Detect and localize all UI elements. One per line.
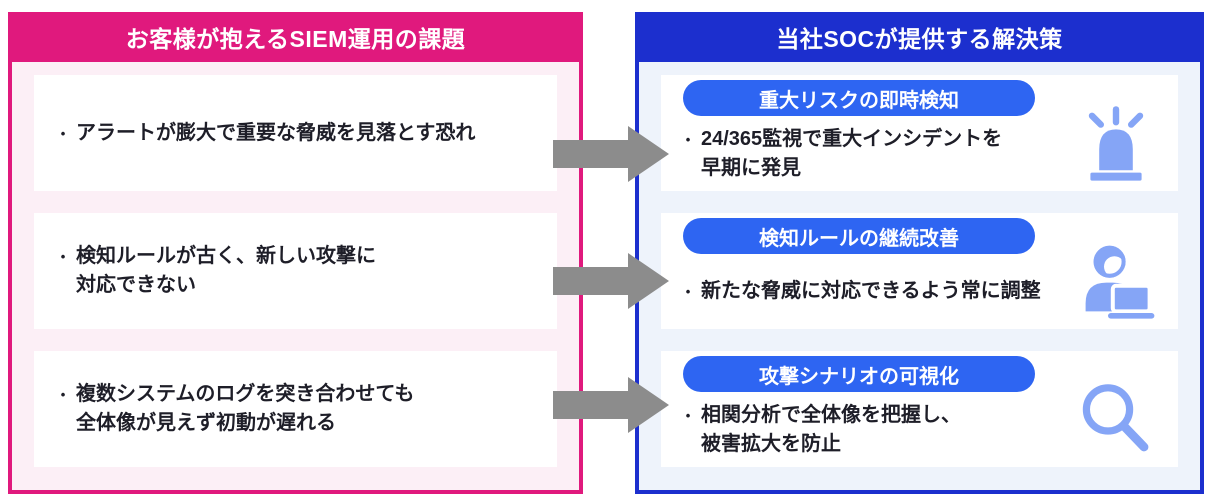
challenges-panel: お客様が抱えるSIEM運用の課題 • アラートが膨大で重要な脅威を見落とす恐れ … (8, 12, 583, 494)
bullet-icon: • (60, 125, 66, 141)
solution-card: 攻撃シナリオの可視化 • 相関分析で全体像を把握し、 被害拡大を防止 (661, 351, 1178, 467)
challenge-text: 検知ルールが古く、新しい攻撃に 対応できない (76, 245, 376, 296)
challenge-card: • 検知ルールが古く、新しい攻撃に 対応できない (34, 213, 557, 329)
solution-badge: 重大リスクの即時検知 (683, 80, 1035, 116)
solutions-panel-title: 当社SOCが提供する解決策 (635, 12, 1204, 62)
solution-badge: 検知ルールの継続改善 (683, 218, 1035, 254)
challenges-panel-title: お客様が抱えるSIEM運用の課題 (8, 12, 583, 62)
arrow-right-icon (553, 253, 669, 309)
solutions-panel-body: 重大リスクの即時検知 • 24/365監視で重大インシデントを 早期に発見 検知… (635, 62, 1204, 494)
solution-badge: 攻撃シナリオの可視化 (683, 356, 1035, 392)
challenges-panel-body: • アラートが膨大で重要な脅威を見落とす恐れ • 検知ルールが古く、新しい攻撃に… (8, 62, 583, 494)
challenge-card: • 複数システムのログを突き合わせても 全体像が見えず初動が遅れる (34, 351, 557, 467)
challenge-text: アラートが膨大で重要な脅威を見落とす恐れ (76, 121, 476, 144)
challenge-text: 複数システムのログを突き合わせても 全体像が見えず初動が遅れる (76, 383, 415, 434)
challenge-card: • アラートが膨大で重要な脅威を見落とす恐れ (34, 75, 557, 191)
arrow-right-icon (553, 126, 669, 182)
solutions-panel: 当社SOCが提供する解決策 重大リスクの即時検知 • 24/365監視で重大イン… (635, 12, 1204, 494)
bullet-icon: • (685, 284, 691, 299)
analyst-icon (1085, 245, 1155, 319)
bullet-icon: • (60, 249, 66, 264)
siren-icon (1088, 106, 1144, 181)
solution-card: 重大リスクの即時検知 • 24/365監視で重大インシデントを 早期に発見 (661, 75, 1178, 191)
bullet-icon: • (60, 387, 66, 402)
magnifier-icon (1082, 384, 1149, 452)
solution-card: 検知ルールの継続改善 • 新たな脅威に対応できるよう常に調整 (661, 213, 1178, 329)
solution-text: 相関分析で全体像を把握し、 被害拡大を防止 (701, 403, 961, 455)
solution-text: 24/365監視で重大インシデントを 早期に発見 (701, 127, 1003, 179)
solution-text: 新たな脅威に対応できるよう常に調整 (701, 280, 1041, 302)
bullet-icon: • (685, 407, 691, 423)
arrow-right-icon (553, 377, 669, 433)
bullet-icon: • (685, 131, 691, 147)
